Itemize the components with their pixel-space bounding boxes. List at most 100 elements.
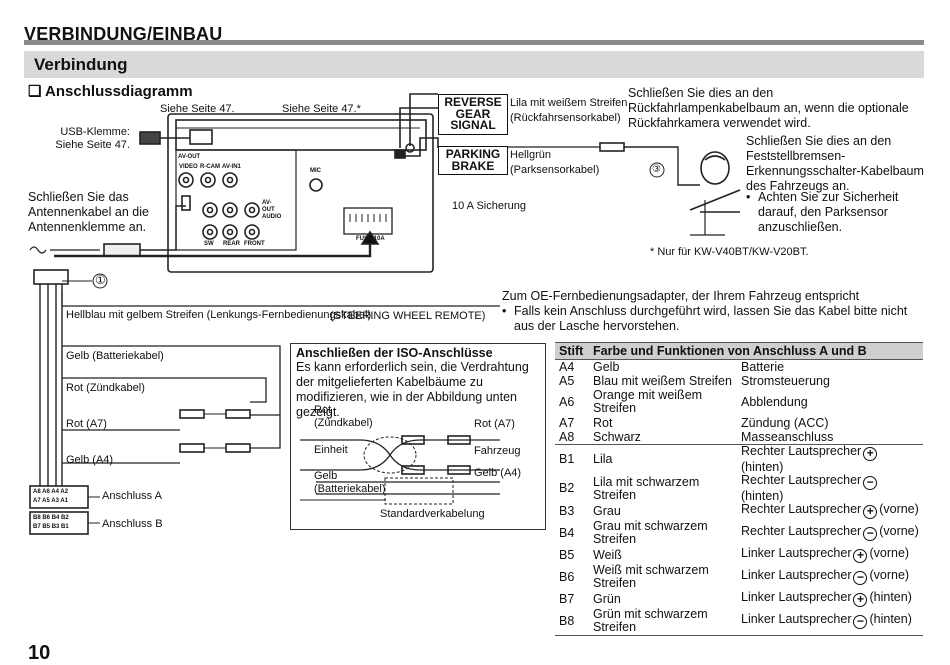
- head-unit-body: [167, 113, 434, 273]
- parking-note: Schließen Sie dies an den Feststellbrems…: [746, 134, 924, 193]
- reverse-note: Schließen Sie dies an den Rückfahrlampen…: [628, 86, 909, 130]
- parking-wire-sub: (Parksensorkabel): [510, 164, 600, 176]
- minus-icon: −: [853, 571, 868, 585]
- iso-title: Anschließen der ISO-Anschlüsse: [296, 346, 493, 360]
- yellow-a4-connector: [179, 443, 205, 453]
- red-a7-connector: [179, 409, 205, 419]
- reverse-wire-label: Lila mit weißem Streifen: [510, 97, 628, 109]
- iso-gelb-a4: Gelb (A4): [474, 467, 522, 479]
- parking-bullet-dot: •: [746, 190, 751, 204]
- connector-b-pins-top: B8 B6 B4 B2: [33, 515, 69, 521]
- footnote: * Nur für KW-V40BT/KW-V20BT.: [650, 246, 809, 258]
- connector-a-pins-top: A8 A6 A4 A2: [33, 489, 69, 495]
- usb-plug: [139, 131, 161, 145]
- wire-red-ign: Rot (Zündkabel): [66, 382, 145, 394]
- section-title: Verbindung: [34, 55, 128, 74]
- front-jack-r: [244, 224, 260, 240]
- parking-brake-label: PARKING BRAKE: [438, 146, 508, 175]
- connector-b-label: Anschluss B: [102, 518, 163, 530]
- rcam-jack: [200, 172, 216, 188]
- pin-table: Stift Farbe und Funktionen von Anschluss…: [555, 342, 923, 636]
- wire-yellow-batt: Gelb (Batteriekabel): [66, 350, 164, 362]
- table-header-row: Stift Farbe und Funktionen von Anschluss…: [555, 342, 923, 360]
- wire-red-a7: Rot (A7): [66, 418, 107, 430]
- page-title: VERBINDUNG/EINBAU: [24, 24, 223, 44]
- rear-jack-r: [222, 224, 238, 240]
- table-header-pin: Stift: [555, 342, 589, 360]
- table-header-function: Farbe und Funktionen von Anschluss A und…: [589, 342, 923, 360]
- unit-avin: AV-IN1: [222, 164, 241, 170]
- iso-einheit: Einheit: [314, 444, 348, 456]
- front-jack-l: [244, 202, 260, 218]
- fuse-label: 10 A Sicherung: [452, 200, 527, 212]
- unit-audio-out: AV-OUT AUDIO: [262, 200, 282, 220]
- usb-label: USB-Klemme: Siehe Seite 47.: [55, 126, 130, 151]
- title-rule: [24, 40, 924, 45]
- avin-jack: [222, 172, 238, 188]
- unit-rcam: R-CAM: [200, 164, 220, 170]
- unit-avout: AV-OUT: [178, 154, 201, 160]
- iso-description: Es kann erforderlich sein, die Verdrahtu…: [296, 360, 529, 419]
- reverse-wire-sub: (Rückfahrsensorkabel): [510, 112, 621, 124]
- plus-icon: +: [853, 593, 868, 607]
- head-unit-top-panel: [175, 119, 427, 151]
- iso-box: [290, 343, 546, 530]
- iso-fahrzeug: Fahrzeug: [474, 445, 521, 457]
- sw-jack-r: [202, 224, 218, 240]
- connector-b-pins-bottom: B7 B5 B3 B1: [33, 524, 69, 530]
- connector-a-label: Anschluss A: [102, 490, 162, 502]
- plus-icon: +: [853, 549, 868, 563]
- reverse-gear-signal-label: REVERSE GEAR SIGNAL: [438, 94, 508, 135]
- oe-note: Zum OE-Fernbedienungsadapter, der Ihrem …: [502, 289, 860, 303]
- parking-bullet: Achten Sie zur Sicherheit darauf, den Pa…: [758, 190, 899, 234]
- ref-page47: Siehe Seite 47.: [160, 103, 235, 115]
- unit-fuse: FUSE 10A: [356, 236, 385, 242]
- page-number: 10: [28, 642, 51, 664]
- steering-remote-label: (STEERING WHEEL REMOTE): [330, 310, 486, 322]
- connector-a-pins-bottom: A7 A5 A3 A1: [33, 498, 69, 504]
- iso-rot-a7: Rot (A7): [474, 418, 515, 430]
- callout-1: ①: [95, 273, 106, 287]
- unit-rear: REAR: [223, 241, 241, 247]
- minus-icon: −: [863, 476, 878, 490]
- mic-jack: [309, 178, 323, 192]
- rear-jack-l: [222, 202, 238, 218]
- av-panel: [175, 149, 297, 251]
- video-jack: [178, 172, 194, 188]
- antenna-note: Schließen Sie das Antennenkabel an die A…: [28, 190, 149, 234]
- parking-wire-label: Hellgrün: [510, 149, 551, 161]
- minus-icon: −: [853, 615, 868, 629]
- subsection-title: ❑ Anschlussdiagramm: [28, 83, 193, 100]
- plus-icon: +: [863, 505, 878, 519]
- plus-icon: +: [863, 447, 878, 461]
- unit-sw: SW: [204, 241, 214, 247]
- iso-rot-zuend: Rot (Zündkabel): [314, 404, 373, 429]
- iso-gelb-batt: Gelb (Batteriekabel): [314, 470, 386, 495]
- unit-front: FRONT: [244, 241, 265, 247]
- section-bar: [24, 51, 924, 78]
- oe-bullet-dot: •: [502, 304, 507, 318]
- oe-bullet: Falls kein Anschluss durchgeführt wird, …: [514, 304, 908, 333]
- antenna-plug: [103, 243, 141, 257]
- sw-jack-l: [202, 202, 218, 218]
- callout-3: ③: [652, 164, 661, 175]
- parking-connector: [599, 142, 625, 152]
- brake-lever-icon: [700, 151, 730, 185]
- antenna-socket: [181, 195, 191, 211]
- minus-icon: −: [863, 527, 878, 541]
- iso-standard: Standardverkabelung: [380, 508, 485, 520]
- unit-video: VIDEO: [179, 164, 198, 170]
- usb-port: [189, 129, 213, 145]
